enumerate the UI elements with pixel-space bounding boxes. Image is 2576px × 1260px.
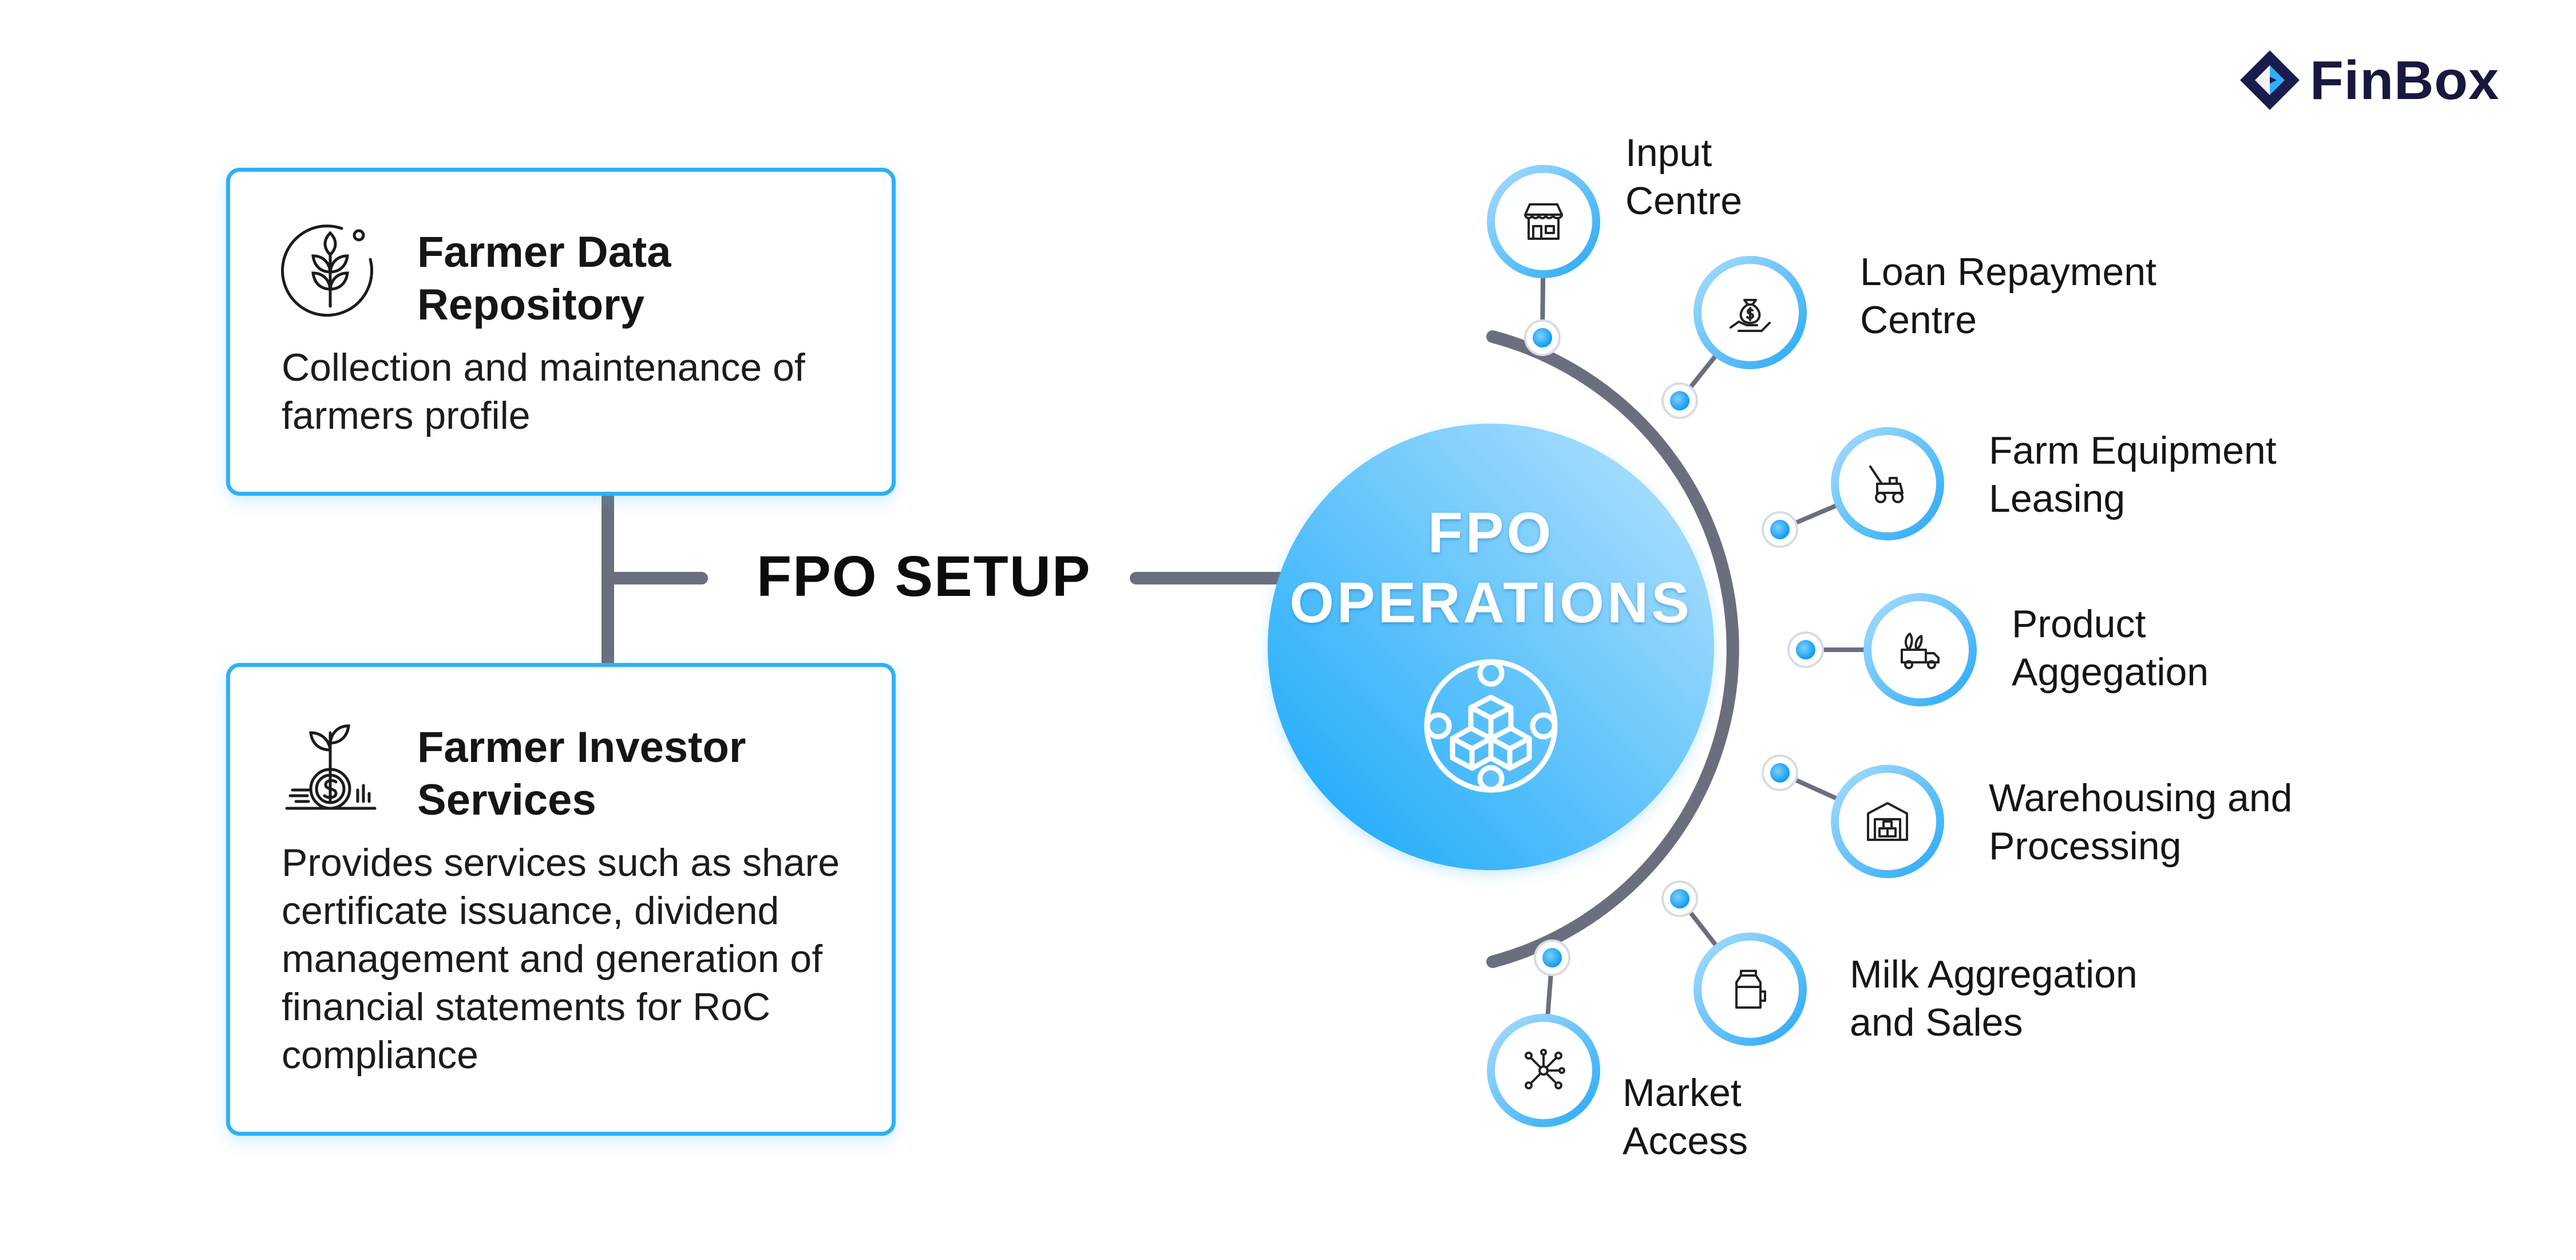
arc-dot [1770,763,1790,783]
network-cubes-icon [1424,659,1558,793]
operation-label-loan-repayment-centre: Loan Repayment Centre [1860,250,2156,342]
operation-label-market-access: Market Access [1623,1071,1748,1163]
arc-dot [1796,640,1815,659]
brand-name: FinBox [2310,50,2500,111]
fpo-operations-circle [1268,424,1714,870]
fpo-operations-title: FPO OPERATIONS [1289,501,1692,635]
operation-label-farm-equipment-leasing: Farm Equipment Leasing [1989,429,2277,520]
operation-icon-circle [1487,1014,1600,1127]
finbox-logo-mark [2240,50,2300,110]
fpo-setup-label: FPO SETUP [757,544,1091,609]
money-bag-hand-icon [1730,299,1771,332]
wheat-icon [281,224,374,317]
arc-dot [1670,391,1689,410]
money-plant-icon [285,724,377,810]
card-title: Farmer Data Repository [417,228,671,329]
milk-can-icon [1735,970,1766,1009]
operations-arc [1486,330,1739,968]
operation-icon-circle [1487,165,1600,278]
produce-truck-icon [1901,633,1940,669]
operation-label-milk-aggregation-sales: Milk Aggregation and Sales [1850,953,2138,1044]
arc-dot [1670,889,1689,909]
card-title: Farmer Investor Services [417,723,746,824]
farmer-data-repository-card: Farmer Data Repository Collection and ma… [226,168,896,496]
lawn-mower-icon [1869,465,1904,503]
arc-dot [1542,948,1562,967]
operation-label-input-centre: Input Centre [1625,131,1743,223]
operation-label-product-aggegation: Product Aggegation [2012,602,2209,694]
store-icon [1524,203,1563,240]
warehouse-icon [1867,802,1908,841]
card-description: Provides services such as share certific… [282,841,840,1077]
farmer-investor-services-card: Farmer Investor Services Provides servic… [226,663,896,1136]
network-nodes-icon [1525,1049,1565,1089]
arc-dot [1533,328,1552,347]
card-description: Collection and maintenance of farmers pr… [282,346,805,437]
arc-dot [1770,520,1790,539]
operation-nodes [1487,165,1977,1127]
operation-icon-circle [1693,933,1807,1046]
operation-label-warehousing-processing: Warehousing and Processing [1989,776,2293,868]
